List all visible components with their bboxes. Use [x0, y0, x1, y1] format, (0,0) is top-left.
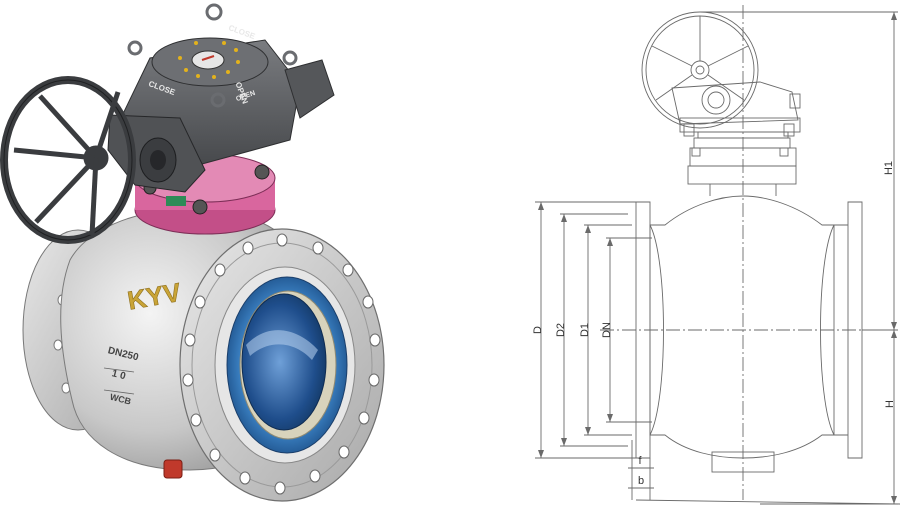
dimension-arrows [538, 12, 897, 504]
dim-label-h1: H1 [883, 161, 895, 175]
drain-plug [163, 459, 183, 479]
lifting-eye-front [210, 92, 226, 108]
gearbox: CLOSE OPEN CLOSE OPEN [107, 3, 335, 193]
valve-3d-render: KYV DN250 1 0 WCB [0, 3, 385, 502]
front-flange [179, 228, 385, 502]
dim-label-h: H [884, 400, 896, 408]
drawing-bottom-boss [711, 451, 775, 473]
gearbox-label-close-top: CLOSE [227, 23, 257, 41]
drawing-right-flange [847, 201, 863, 459]
valve-bore [241, 293, 327, 431]
valve-technical-drawing [535, 5, 900, 505]
dim-label-b: b [638, 475, 644, 487]
dimension-labels: D D2 D1 DN H1 H f b [532, 161, 896, 487]
dim-label-d: D [532, 326, 544, 334]
indicator-scale [178, 41, 240, 79]
lifting-eye-top [205, 3, 223, 21]
dim-label-dn: DN [601, 322, 613, 338]
dim-label-d2: D2 [555, 323, 567, 337]
body-mark-pressure: 1 0 [111, 368, 128, 382]
dim-label-f: f [638, 455, 642, 467]
lifting-eye-left [127, 40, 143, 56]
dim-label-d1: D1 [579, 323, 591, 337]
drawing-handwheel [641, 11, 759, 129]
handwheel [0, 76, 136, 244]
position-indicator [191, 50, 225, 70]
drawing-bonnet [687, 137, 797, 196]
drawing-body [649, 195, 835, 459]
lifting-eye-right [282, 50, 298, 66]
